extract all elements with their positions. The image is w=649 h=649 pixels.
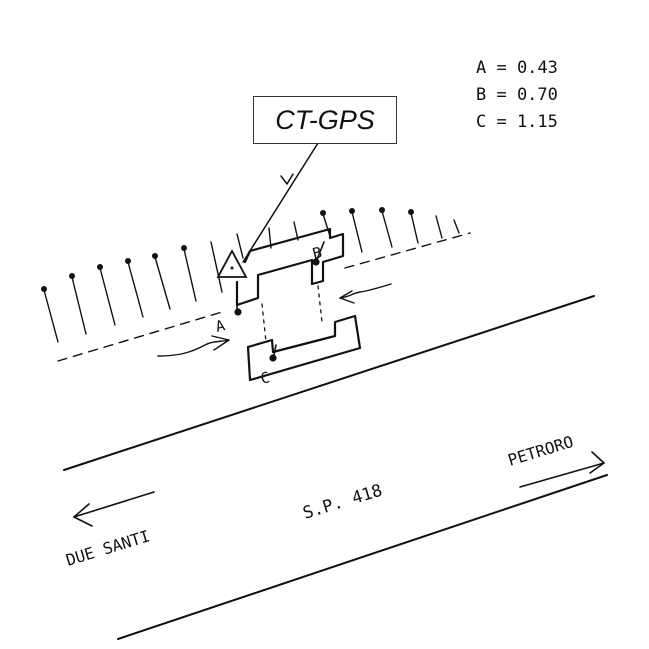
station-label: CT-GPS [275, 104, 375, 135]
vegetation-stroke [351, 211, 363, 253]
entrance-arrowhead-right [339, 290, 355, 304]
station-pointer [242, 142, 319, 263]
point-b-label: B [311, 243, 324, 263]
boundary-dashed-right [344, 232, 471, 269]
vegetation-stroke [236, 233, 244, 259]
vegetation-stroke [154, 256, 171, 310]
triangle-icon [216, 249, 248, 278]
vegetation-stroke [453, 219, 460, 234]
building-upper-outline [235, 227, 345, 307]
legend: A = 0.43 B = 0.70 C = 1.15 [476, 58, 558, 132]
entrance-arrows [157, 283, 392, 357]
point-a-label: A [214, 316, 227, 336]
vegetation-stroke [99, 267, 116, 326]
vegetation-dot [320, 210, 326, 216]
entrance-arrow-right [339, 283, 392, 299]
vegetation-stroke [43, 289, 59, 343]
vegetation-stroke [322, 213, 331, 237]
road-name: S.P. 418 [301, 481, 385, 524]
vegetation-stroke [410, 212, 419, 244]
gps-station-marker [216, 249, 248, 278]
vegetation-stroke [71, 276, 87, 335]
measurement-points: A B C [214, 241, 325, 388]
vegetation-dot [152, 253, 158, 259]
vegetation-stroke [210, 241, 223, 293]
legend-a: A = 0.43 [476, 58, 558, 78]
legend-b: B = 0.70 [476, 85, 558, 105]
arrow-left-icon [73, 503, 93, 527]
vegetation-stroke [381, 210, 393, 248]
entrance-arrow-left [157, 339, 230, 357]
direction-petroro: PETRORO [506, 432, 605, 488]
arrow-right-line [519, 462, 605, 488]
vegetation-dot [181, 245, 187, 251]
road-edge-south [117, 474, 608, 640]
road-edge-north [63, 295, 595, 471]
building-hidden-wall-left [261, 303, 267, 343]
vegetation-strokes [41, 207, 460, 343]
vegetation-dot [125, 258, 131, 264]
destination-left: DUE SANTI [64, 526, 152, 570]
vegetation-stroke [435, 215, 443, 239]
vegetation-stroke [127, 261, 144, 318]
destination-right: PETRORO [506, 432, 576, 470]
vegetation-dot [97, 264, 103, 270]
building-lower-outline [246, 314, 362, 382]
point-b-marker [312, 258, 320, 266]
vegetation-dot [349, 208, 355, 214]
legend-c: C = 1.15 [476, 112, 558, 132]
arrow-right-icon [589, 451, 605, 474]
point-a-marker [234, 308, 242, 316]
field-boundary [57, 232, 471, 362]
building-corner-tick [273, 344, 277, 356]
station-center-dot [230, 266, 234, 270]
vegetation-dot [379, 207, 385, 213]
direction-due-santi: DUE SANTI [64, 491, 155, 570]
road: S.P. 418 [63, 295, 608, 640]
vegetation-dot [41, 286, 47, 292]
point-c-label: C [259, 368, 272, 388]
boundary-dashed-left [57, 311, 223, 362]
building-hidden-wall-right [317, 285, 323, 323]
arrow-left-line [73, 491, 155, 518]
station-label-box: CT-GPS [253, 96, 397, 144]
vegetation-stroke [183, 248, 197, 302]
vegetation-dot [69, 273, 75, 279]
pointer-line [242, 142, 319, 263]
building [235, 227, 362, 382]
vegetation-dot [408, 209, 414, 215]
entrance-arrowhead-left [211, 335, 230, 351]
pointer-arrowhead [280, 173, 294, 185]
point-c-marker [269, 354, 277, 362]
